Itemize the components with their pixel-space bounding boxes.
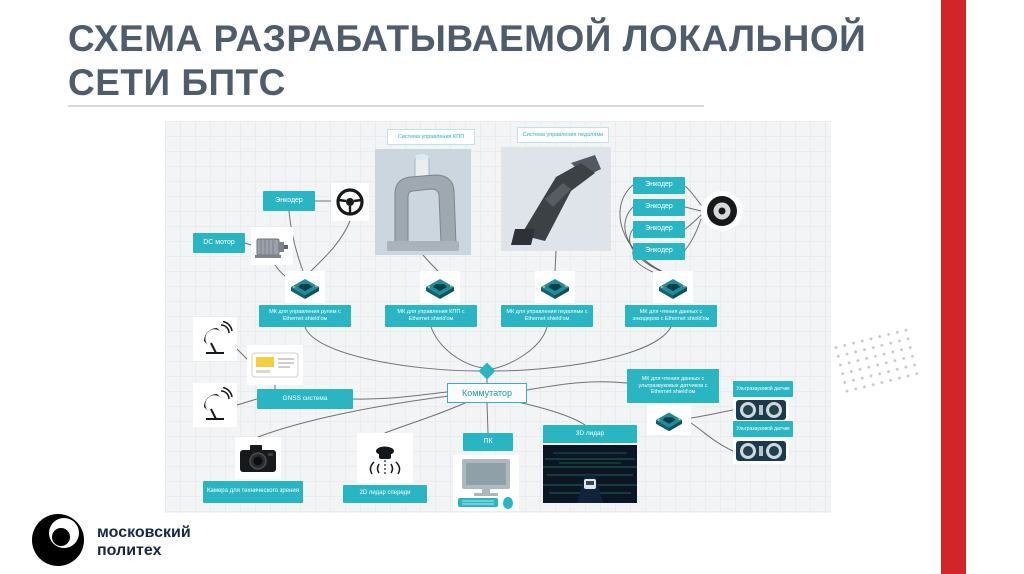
satellite-dish-icon bbox=[204, 321, 233, 354]
mk-encoders-box: МК для чтения данных с энкодеров с Ether… bbox=[625, 305, 717, 327]
pcb-icon bbox=[659, 279, 687, 299]
mk-pedals-card bbox=[535, 271, 575, 303]
steering-wheel-icon bbox=[336, 188, 364, 216]
dot-pattern bbox=[830, 325, 920, 397]
gantry-icon bbox=[387, 154, 459, 251]
ultrasonic-sensor-card-1 bbox=[733, 398, 789, 422]
mk-encoders-card bbox=[653, 271, 693, 303]
network-diagram: Система управления КПП Система управлени… bbox=[165, 121, 831, 513]
logo-text-line2: политех bbox=[97, 542, 162, 559]
satellite-dish-icon bbox=[204, 387, 233, 420]
gnss-receiver-icon bbox=[251, 352, 299, 378]
pcb-icon bbox=[291, 279, 319, 299]
encoder-right-box-1: Энкодер bbox=[633, 177, 685, 194]
camera-icon bbox=[240, 445, 276, 472]
ultrasonic-sensor-icon bbox=[736, 441, 786, 461]
ultrasonic-label-2: Ультразвуковой датчик bbox=[733, 421, 793, 437]
satellite-dish-card-1 bbox=[193, 317, 237, 361]
gnss-receiver-card bbox=[247, 345, 303, 385]
steering-wheel-card bbox=[331, 183, 369, 221]
mk-steering-box: МК для управления рулем с Ethernet shiel… bbox=[259, 305, 351, 327]
wheel-card bbox=[701, 191, 743, 231]
lidar-2d-icon bbox=[369, 446, 401, 475]
pcb-icon bbox=[655, 412, 683, 432]
hub-node bbox=[478, 362, 496, 380]
mk-steering-card bbox=[285, 271, 325, 303]
slide-title-line1: СХЕМА РАЗРАБАТЫВАЕМОЙ ЛОКАЛЬНОЙ bbox=[68, 18, 867, 59]
encoder-right-box-2: Энкодер bbox=[633, 199, 685, 216]
logo-text-line1: московский bbox=[97, 524, 191, 541]
encoder-left-box: Энкодер bbox=[263, 191, 315, 211]
pedal-icon bbox=[511, 155, 601, 245]
kpp-gantry-image bbox=[375, 149, 471, 255]
moscow-polytech-logo-icon bbox=[32, 514, 84, 566]
lidar-3d-pointcloud-icon bbox=[543, 445, 637, 503]
lidar2d-box: 2D лидар спереди bbox=[343, 485, 427, 503]
satellite-dish-card-2 bbox=[193, 383, 237, 427]
mk-kpp-card bbox=[420, 271, 460, 303]
pc-card bbox=[453, 455, 519, 511]
title-underline bbox=[68, 105, 704, 107]
gnss-box: GNSS система bbox=[257, 389, 353, 409]
pc-icon bbox=[458, 459, 513, 509]
mk-pedals-box: МК для управления педалями с Ethernet sh… bbox=[501, 305, 593, 327]
encoder-right-box-4: Энкодер bbox=[633, 243, 685, 260]
mk-kpp-box: МК для управления КПП с Ethernet shield'… bbox=[385, 305, 477, 327]
label-system-kpp: Система управления КПП bbox=[387, 129, 475, 145]
motor-icon bbox=[255, 238, 288, 258]
camera-card bbox=[235, 437, 281, 479]
lidar3d-box: 3D лидар bbox=[543, 425, 637, 443]
pcb-icon bbox=[426, 279, 454, 299]
pcb-icon bbox=[541, 279, 569, 299]
label-system-pedals: Система управления педалями bbox=[517, 127, 609, 143]
mk-ultrasonic-card bbox=[647, 405, 691, 435]
ultrasonic-label-1: Ультразвуковой датчик bbox=[733, 381, 793, 397]
red-accent-bar bbox=[941, 0, 966, 574]
switch-box: Коммутатор bbox=[447, 383, 527, 403]
motor-card bbox=[251, 227, 293, 265]
pedal-assembly-image bbox=[501, 147, 611, 251]
pc-box: ПК bbox=[463, 433, 513, 451]
mk-ultrasonic-box: МК для чтения данных с ультразвуковых да… bbox=[627, 369, 719, 403]
camera-box: Камера для технического зрения bbox=[203, 481, 303, 503]
lidar2d-card bbox=[357, 433, 413, 483]
encoder-right-box-3: Энкодер bbox=[633, 221, 685, 238]
dc-motor-box: DC мотор bbox=[193, 233, 245, 253]
wheel-icon bbox=[707, 196, 737, 226]
ultrasonic-sensor-icon bbox=[736, 400, 786, 420]
ultrasonic-sensor-card-2 bbox=[733, 438, 789, 464]
lidar3d-image bbox=[543, 445, 637, 503]
slide-title-line2: СЕТИ БПТС bbox=[68, 62, 286, 103]
